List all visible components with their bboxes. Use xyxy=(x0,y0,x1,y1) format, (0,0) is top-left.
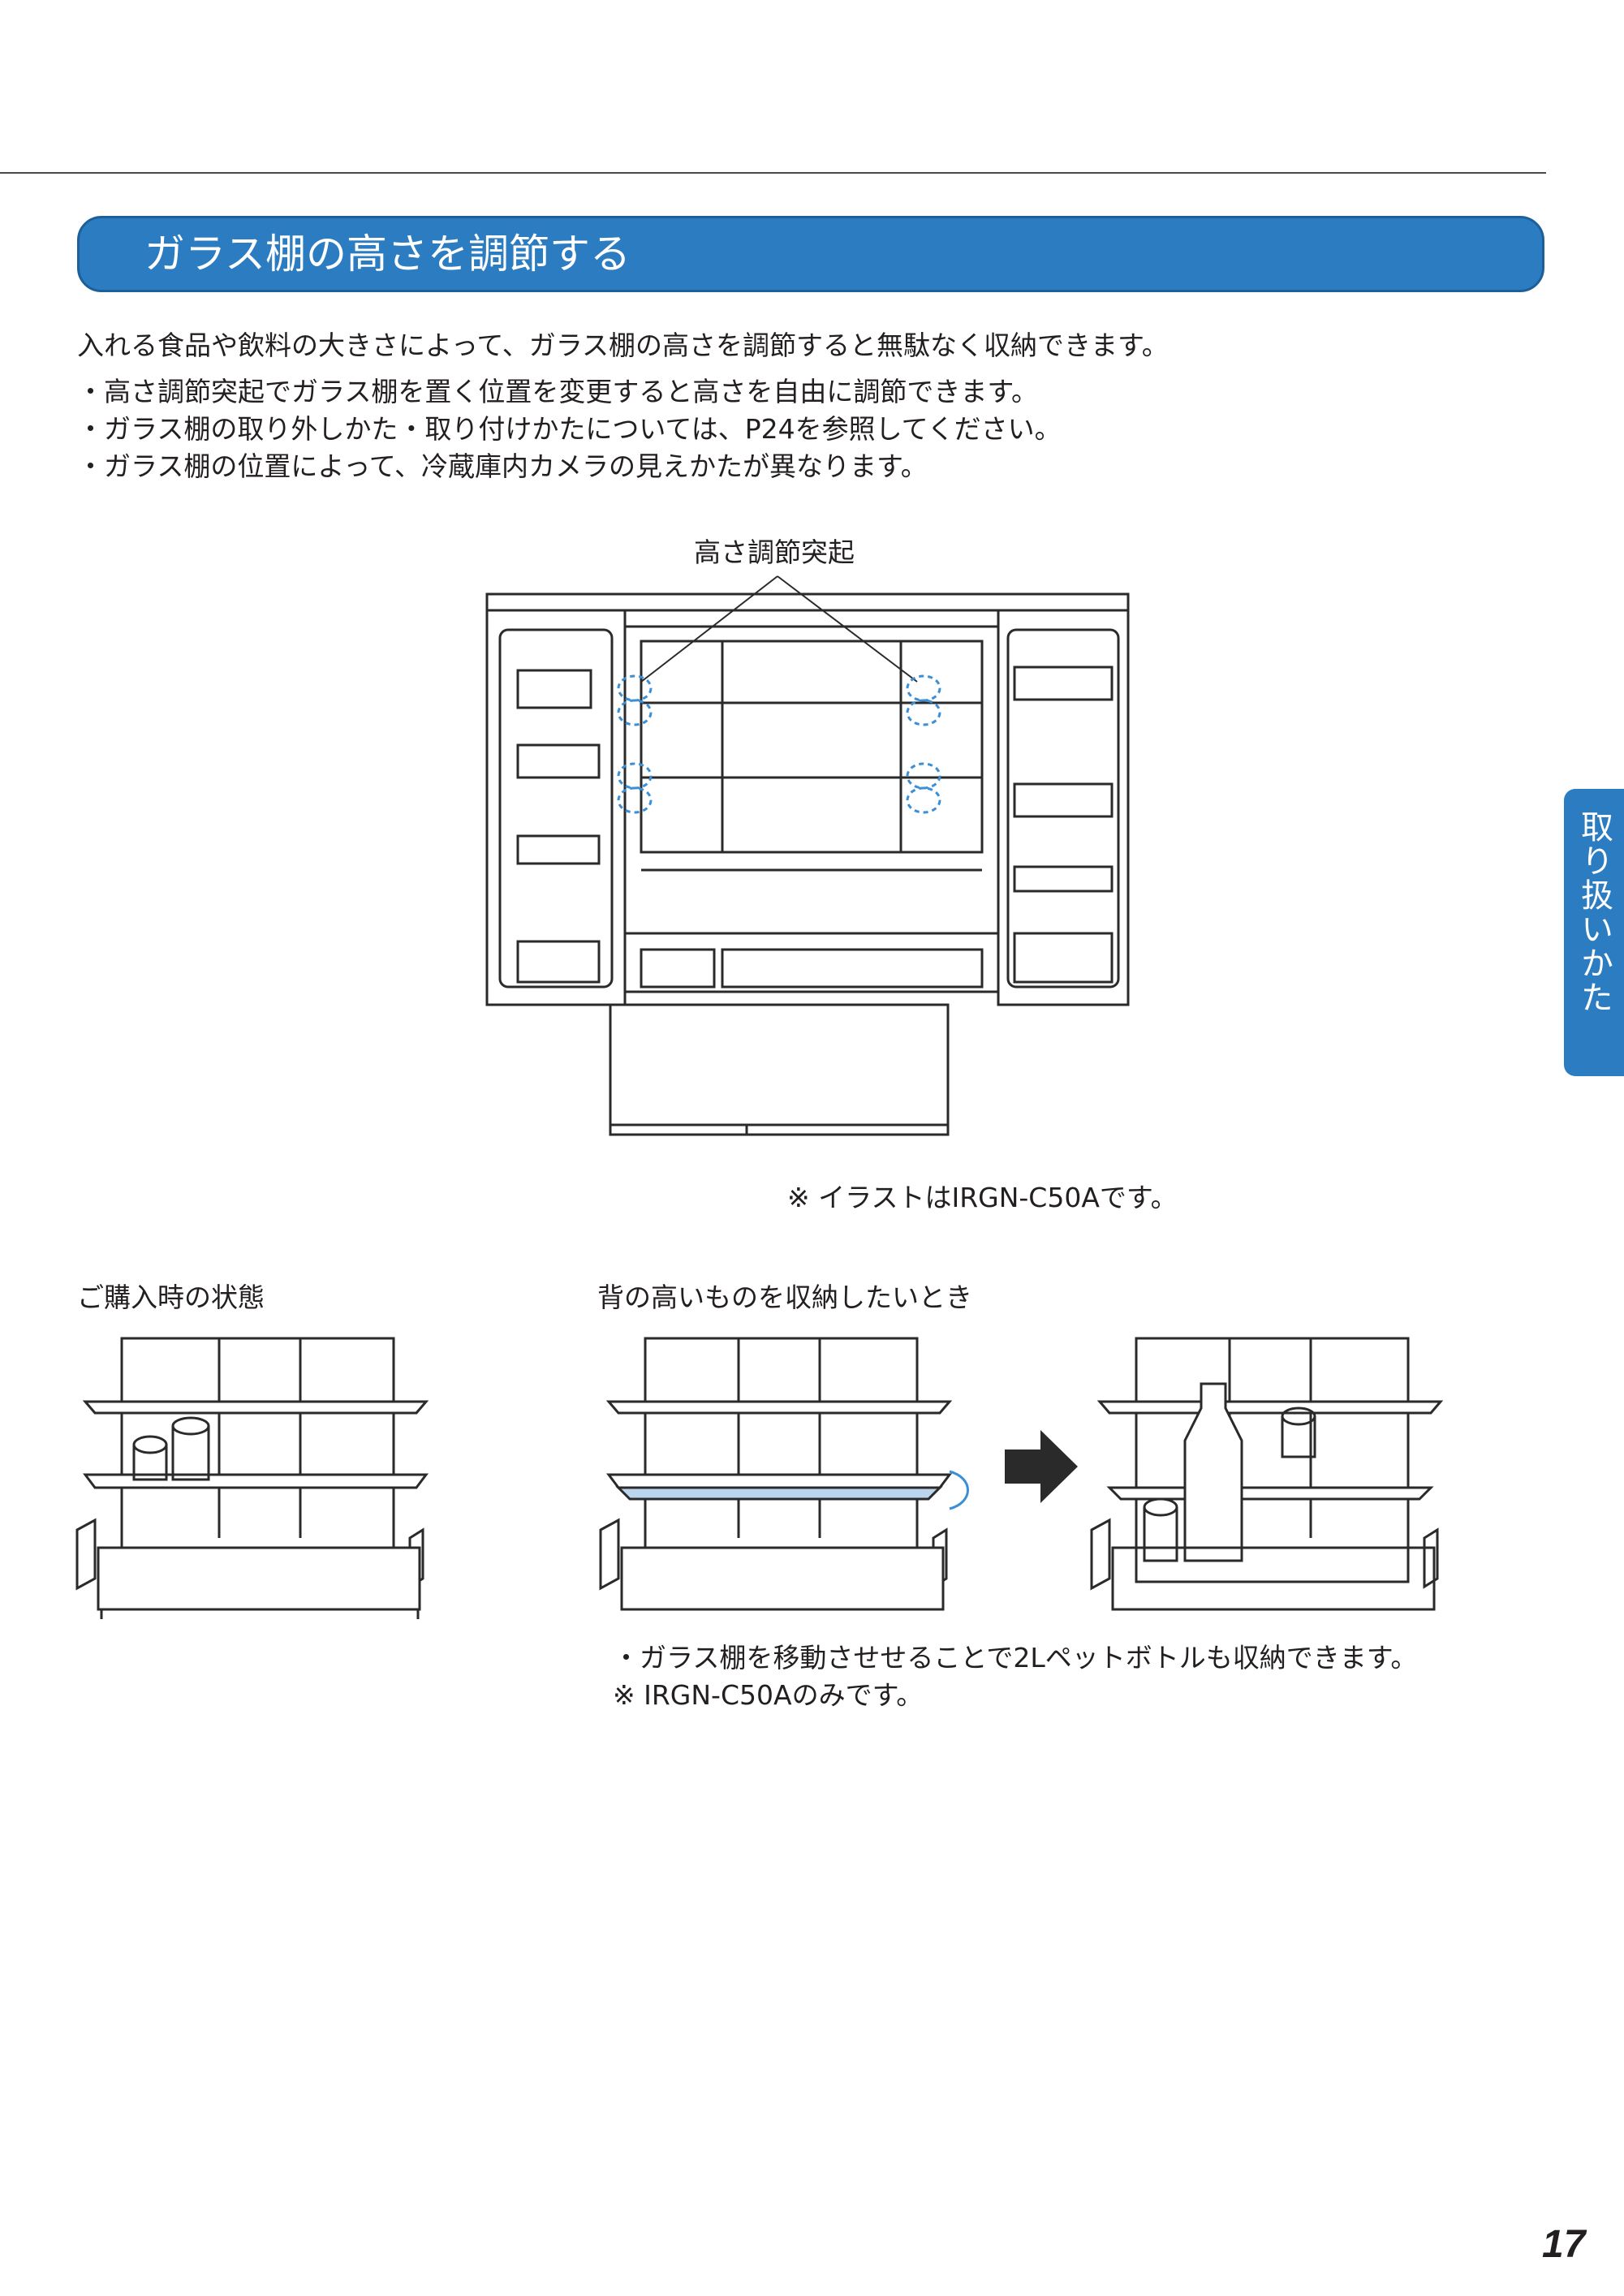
shelf-bottle-illustration xyxy=(1090,1337,1444,1611)
tall-note: ※ IRGN-C50Aのみです。 xyxy=(613,1679,924,1711)
shelf-default-illustration xyxy=(75,1337,429,1619)
fridge-illustration xyxy=(485,575,1130,1136)
purchase-caption: ご購入時の状態 xyxy=(77,1282,265,1313)
tall-bullet-text: ガラス棚を移動させせることで2Lペットボトルも収納できます。 xyxy=(640,1642,1418,1674)
tall-bullet: ・ガラス棚を移動させせることで2Lペットボトルも収納できます。 xyxy=(613,1642,1418,1674)
callout-label: 高さ調節突起 xyxy=(694,536,855,568)
side-tab-label: 取り扱いかた xyxy=(1575,810,1613,1014)
intro-text: 入れる食品や飲料の大きさによって、ガラス棚の高さを調節すると無駄なく収納できます… xyxy=(77,330,1169,361)
shelf-moved-illustration xyxy=(599,1337,969,1611)
side-tab: 取り扱いかた xyxy=(1564,789,1624,1076)
arrow-right-icon xyxy=(1005,1430,1078,1503)
bullet-list: 高さ調節突起でガラス棚を置く位置を変更すると高さを自由に調節できます。 ガラス棚… xyxy=(77,373,1062,485)
bullet-item: 高さ調節突起でガラス棚を置く位置を変更すると高さを自由に調節できます。 xyxy=(77,373,1062,411)
bullet-item: ガラス棚の取り外しかた・取り付けかたについては、P24を参照してください。 xyxy=(77,411,1062,448)
section-title: ガラス棚の高さを調節する xyxy=(144,230,631,278)
illustration-note: ※ イラストはIRGN-C50Aです。 xyxy=(787,1182,1178,1213)
bullet-item: ガラス棚の位置によって、冷蔵庫内カメラの見えかたが異なります。 xyxy=(77,448,1062,485)
top-rule xyxy=(0,172,1546,174)
tall-caption: 背の高いものを収納したいとき xyxy=(597,1282,972,1313)
page-number: 17 xyxy=(1542,2223,1586,2266)
section-title-bar: ガラス棚の高さを調節する xyxy=(77,216,1544,292)
